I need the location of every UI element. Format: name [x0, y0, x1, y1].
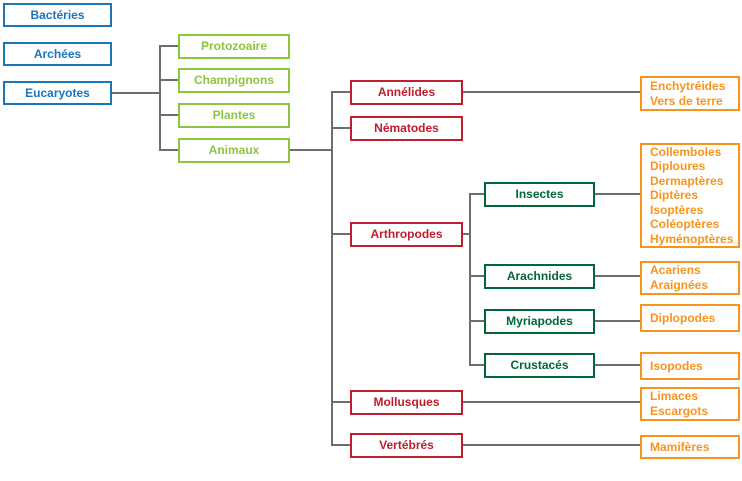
connector-animaux-out [290, 149, 331, 151]
node-myriapodes: Myriapodes [484, 309, 595, 334]
node-ordres-insectes: Collemboles Diploures Dermaptères Diptèr… [640, 143, 740, 248]
node-arachnides: Arachnides [484, 264, 595, 289]
connector-arthropodes-out [463, 233, 471, 235]
connector-classes-trunk [469, 193, 471, 366]
node-champignons: Champignons [178, 68, 290, 93]
connector-eucaryotes-out [112, 92, 160, 94]
node-annelides: Annélides [350, 80, 463, 105]
connector-to-nematodes [331, 127, 350, 129]
node-protozoaire: Protozoaire [178, 34, 290, 59]
connector-to-annelides [331, 91, 350, 93]
connector-regnes-trunk [159, 45, 161, 151]
connector-annelides-to-enchytreides [463, 91, 640, 93]
node-eucaryotes: Eucaryotes [3, 81, 112, 105]
connector-to-champignons [159, 79, 178, 81]
node-enchytreides-vers-de-terre: Enchytréides Vers de terre [640, 76, 740, 111]
connector-vertebres-to-mamiferes [463, 444, 640, 446]
node-isopodes: Isopodes [640, 352, 740, 380]
connector-to-myriapodes [469, 320, 484, 322]
connector-crustaces-to-isopodes [595, 364, 640, 366]
node-limaces-escargots: Limaces Escargots [640, 387, 740, 421]
node-diplopodes: Diplopodes [640, 304, 740, 332]
node-animaux: Animaux [178, 138, 290, 163]
connector-to-plantes [159, 114, 178, 116]
connector-insectes-to-ordres [595, 193, 640, 195]
connector-to-animaux [159, 149, 178, 151]
connector-to-insectes [469, 193, 484, 195]
node-bacteries: Bactéries [3, 3, 112, 27]
connector-to-crustaces [469, 364, 484, 366]
node-insectes: Insectes [484, 182, 595, 207]
node-nematodes: Nématodes [350, 116, 463, 141]
connector-to-mollusques [331, 401, 350, 403]
node-acariens-araignees: Acariens Araignées [640, 261, 740, 295]
connector-to-arthropodes [331, 233, 350, 235]
connector-to-arachnides [469, 275, 484, 277]
connector-myriapodes-to-diplopodes [595, 320, 640, 322]
node-mollusques: Mollusques [350, 390, 463, 415]
node-crustaces: Crustacés [484, 353, 595, 378]
node-plantes: Plantes [178, 103, 290, 128]
node-archees: Archées [3, 42, 112, 66]
connector-mollusques-to-limaces [463, 401, 640, 403]
connector-embranchements-trunk [331, 91, 333, 446]
connector-to-protozoaire [159, 45, 178, 47]
node-vertebres: Vertébrés [350, 433, 463, 458]
connector-to-vertebres [331, 444, 350, 446]
node-arthropodes: Arthropodes [350, 222, 463, 247]
connector-arachnides-to-acariens [595, 275, 640, 277]
node-mamiferes: Mamifères [640, 435, 740, 459]
